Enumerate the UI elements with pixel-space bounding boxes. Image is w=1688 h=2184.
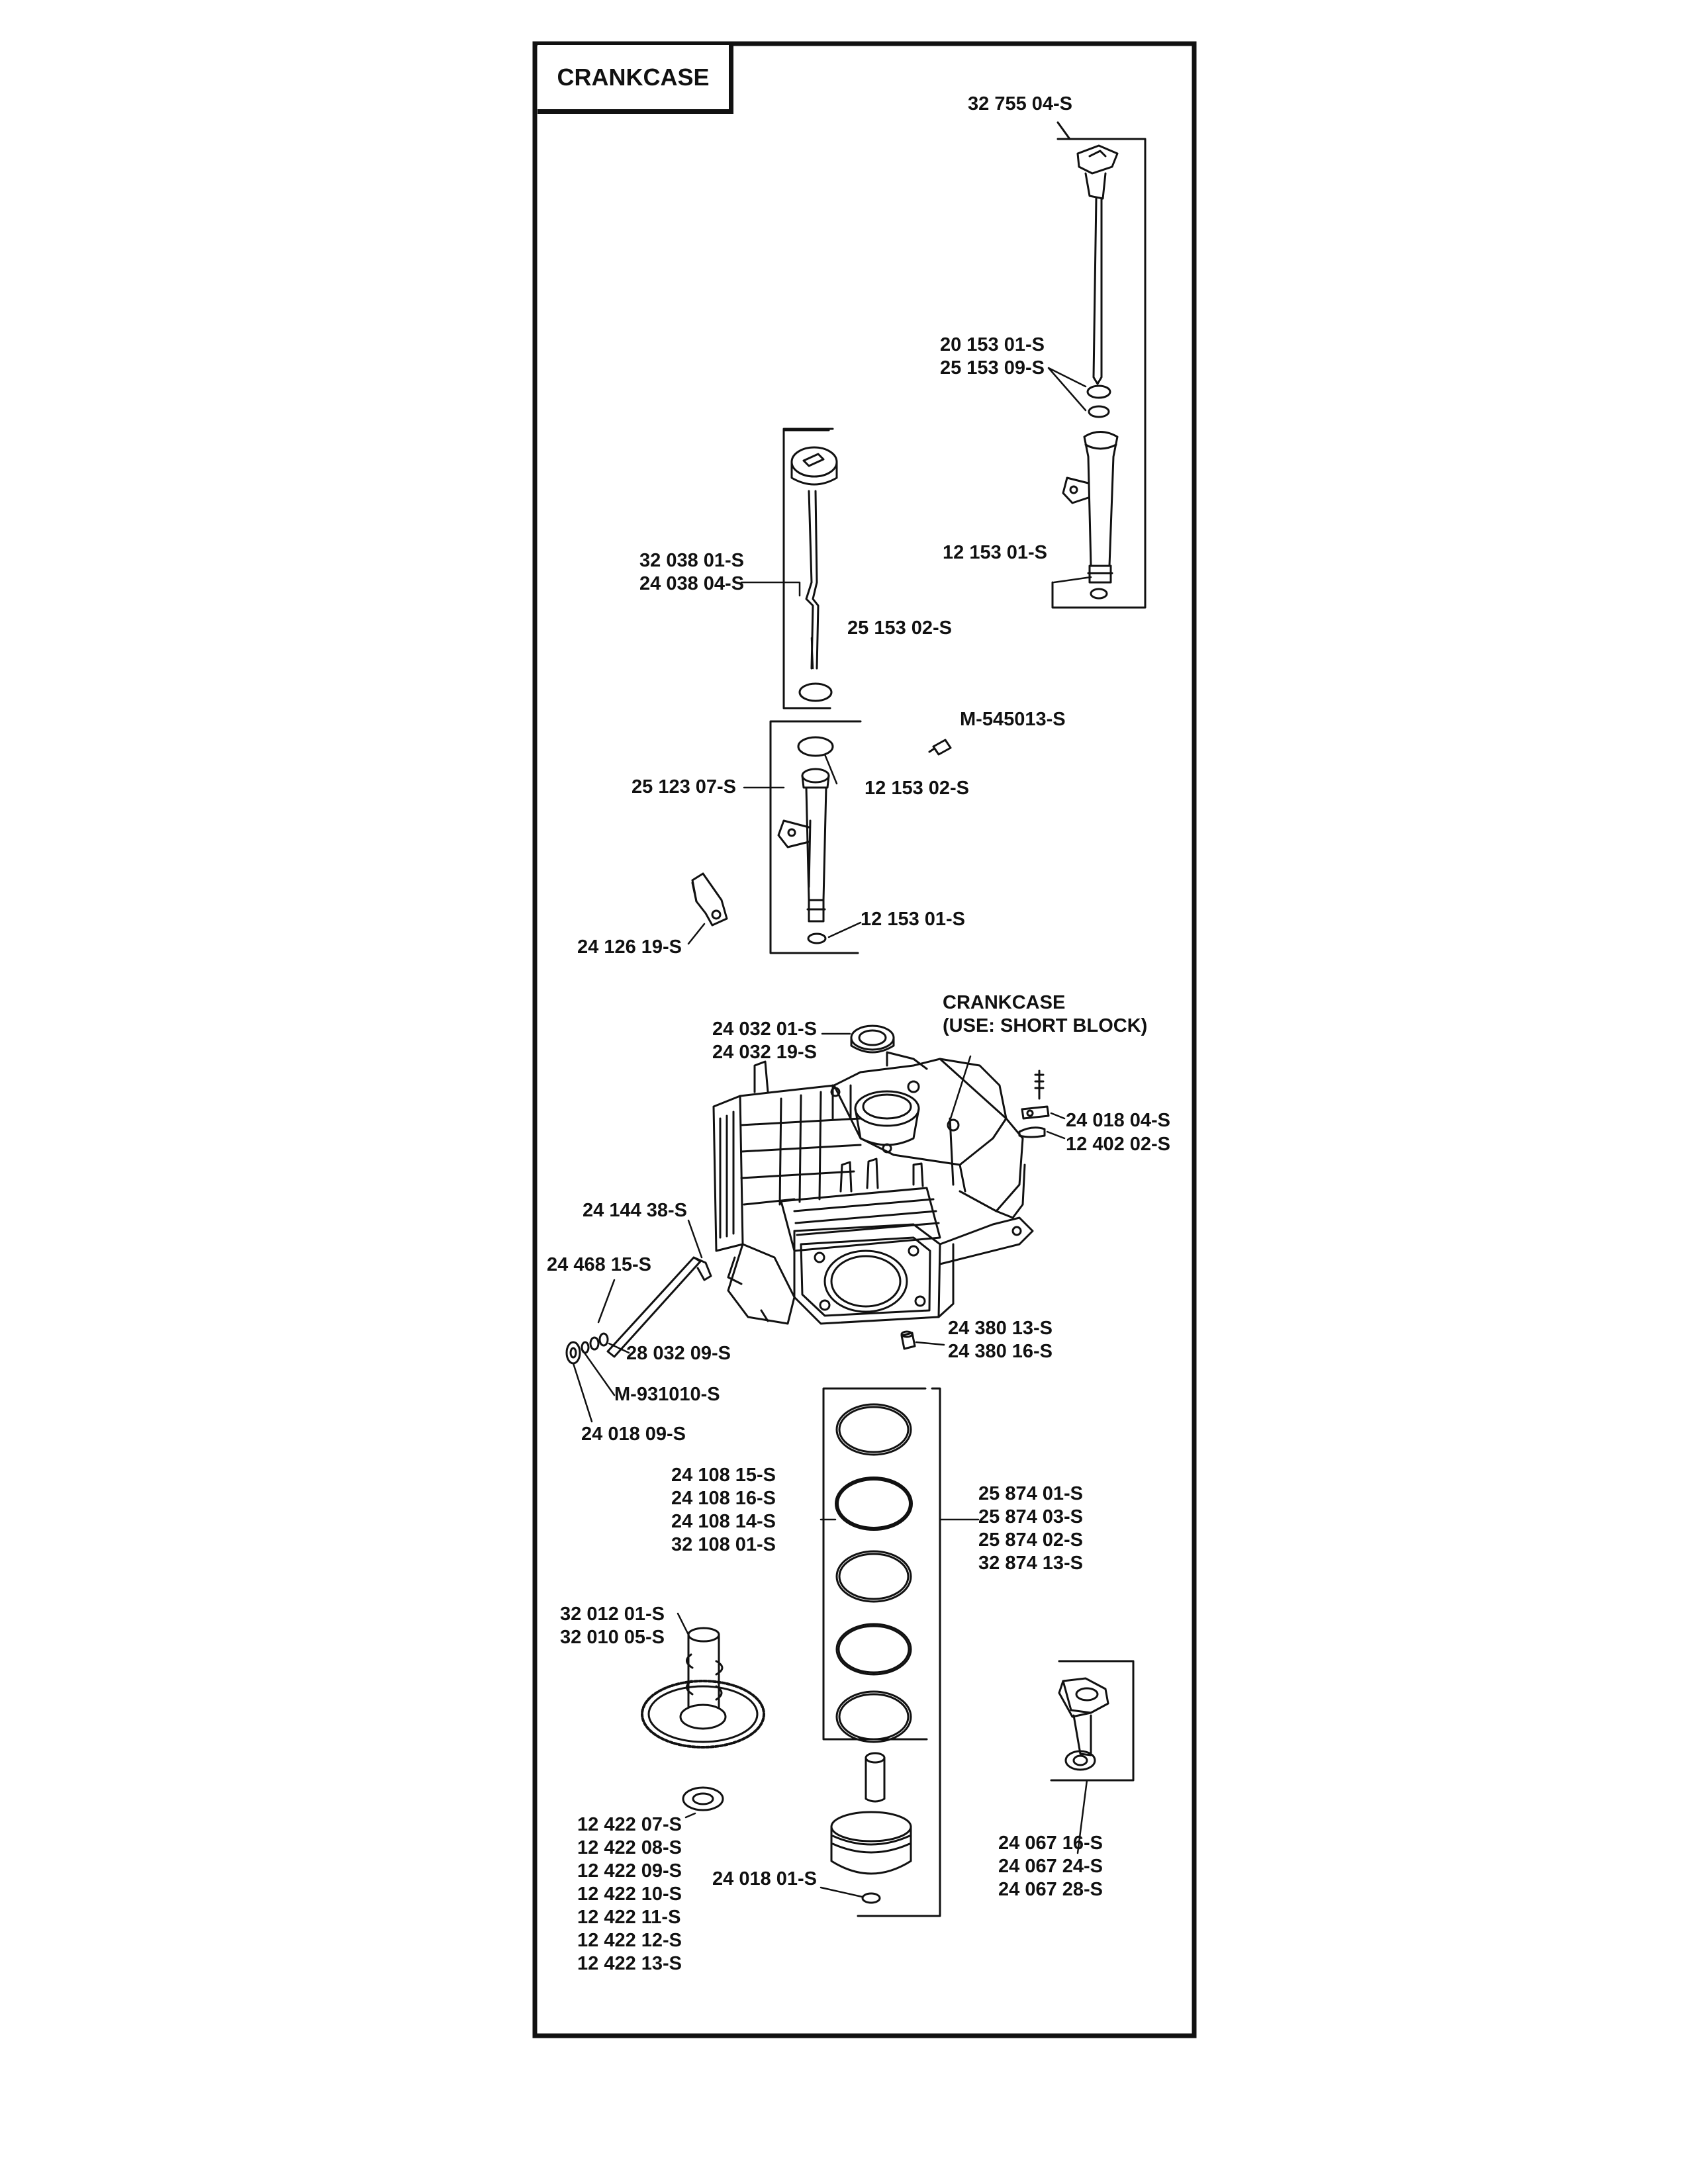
page-title: CRANKCASE [557,63,710,91]
part-number: 25 874 03-S [978,1506,1084,1527]
callout-m-545013: M-545013-S [960,708,1066,731]
part-number: 24 108 15-S [671,1465,776,1486]
part-number: 24 144 38-S [583,1200,688,1221]
part-number: 32 012 01-S [560,1604,665,1625]
part-number: CRANKCASE [943,992,1066,1013]
leader-lines [572,367,1092,1898]
part-number: 25 123 07-S [632,776,737,797]
part-number: 25 153 02-S [847,617,953,639]
callout-25-123-07: 25 123 07-S [632,776,736,799]
part-number: 24 018 04-S [1066,1110,1171,1131]
piston [830,1752,912,1904]
callout-12-153-01-top: 12 153 01-S [943,541,1047,565]
part-number: M-931010-S [614,1384,720,1405]
callout-24-018-01: 24 018 01-S [712,1868,817,1891]
callout-20-153-01: 20 153 01-S 25 153 09-S [887,334,1045,380]
dipstick-assembly-center [782,428,838,709]
part-number: 12 422 10-S [577,1884,682,1905]
connecting-rod [1050,1660,1135,1782]
bracket-24126 [691,872,728,927]
callout-12-153-02: 12 153 02-S [865,777,969,800]
part-number: 12 422 09-S [577,1860,682,1882]
part-number: 25 874 02-S [978,1529,1084,1551]
part-number: 32 038 01-S [639,550,745,571]
part-number: 24 067 28-S [998,1879,1103,1900]
part-number: 20 153 01-S [939,334,1045,355]
part-number: 32 010 05-S [560,1627,665,1648]
part-number: 24 038 04-S [639,573,745,594]
part-number: 12 402 02-S [1066,1134,1171,1155]
callout-24-018-09: 24 018 09-S [581,1423,686,1446]
dipstick-tube-assembly [769,720,862,954]
part-number: 25 153 09-S [939,357,1045,379]
page-frame [532,41,1197,2038]
callout-crankcase: CRANKCASE (USE: SHORT BLOCK) [943,991,1147,1038]
part-number: 12 422 08-S [577,1837,682,1858]
part-number: M-545013-S [960,709,1066,730]
callout-24-468-15: 24 468 15-S [547,1253,651,1277]
part-number: 25 874 01-S [978,1483,1084,1504]
part-number: 24 108 14-S [671,1511,776,1532]
callout-12-422: 12 422 07-S 12 422 08-S 12 422 09-S 12 4… [577,1813,682,1976]
callout-24-144-38: 24 144 38-S [583,1199,687,1222]
part-number: 24 018 09-S [581,1424,686,1445]
part-number: 24 067 16-S [998,1833,1103,1854]
camshaft [641,1627,765,1811]
part-number: 24 032 19-S [712,1042,818,1063]
part-number: 24 108 16-S [671,1488,776,1509]
callout-12-153-01-mid: 12 153 01-S [861,908,965,931]
part-number: 12 422 12-S [577,1930,682,1951]
screw-m545013 [928,739,952,756]
callout-32-012-01: 32 012 01-S 32 010 05-S [560,1603,665,1649]
callout-28-032-09: 28 032 09-S [626,1342,731,1365]
callout-24-018-04: 24 018 04-S [1066,1109,1170,1132]
callout-24-067: 24 067 16-S 24 067 24-S 24 067 28-S [998,1832,1103,1901]
callout-25-874: 25 874 01-S 25 874 03-S 25 874 02-S 32 8… [978,1482,1083,1575]
part-number: 12 153 01-S [943,542,1048,563]
crankcase-block [712,1024,1050,1350]
part-number: 24 126 19-S [577,936,682,958]
part-number: 32 874 13-S [978,1553,1084,1574]
part-number: 24 067 24-S [998,1856,1103,1877]
callout-25-153-02: 25 153 02-S [847,617,952,640]
part-number: 12 153 01-S [861,909,966,930]
part-number: 24 468 15-S [547,1254,652,1275]
callout-12-402-02: 12 402 02-S [1066,1133,1170,1156]
part-number: 24 380 16-S [948,1341,1053,1362]
part-number: 12 422 11-S [577,1907,681,1928]
part-number: 28 032 09-S [626,1343,731,1364]
part-number: 32 108 01-S [671,1534,776,1555]
part-number: 24 032 01-S [712,1019,818,1040]
part-number: 24 018 01-S [712,1868,818,1889]
callout-24-126-19: 24 126 19-S [577,936,682,959]
callout-24-380-13: 24 380 13-S 24 380 16-S [948,1317,1053,1363]
callout-32-038-01: 32 038 01-S 24 038 04-S [639,549,744,596]
callout-32-755-04: 32 755 04-S [968,93,1072,116]
part-number: 32 755 04-S [968,93,1073,114]
part-number: 12 422 07-S [577,1814,682,1835]
callout-24-108: 24 108 15-S 24 108 16-S 24 108 14-S 32 1… [671,1464,776,1557]
part-number: 24 380 13-S [948,1318,1053,1339]
part-number: 12 422 13-S [577,1953,682,1974]
piston-rings [822,1387,941,1917]
dipstick-assembly-right [1051,121,1147,609]
part-number: (USE: SHORT BLOCK) [943,1015,1148,1036]
title-box: CRANKCASE [538,45,733,114]
callout-m-931010: M-931010-S [614,1383,720,1406]
callout-24-032-01: 24 032 01-S 24 032 19-S [712,1018,817,1064]
part-number: 12 153 02-S [865,778,970,799]
